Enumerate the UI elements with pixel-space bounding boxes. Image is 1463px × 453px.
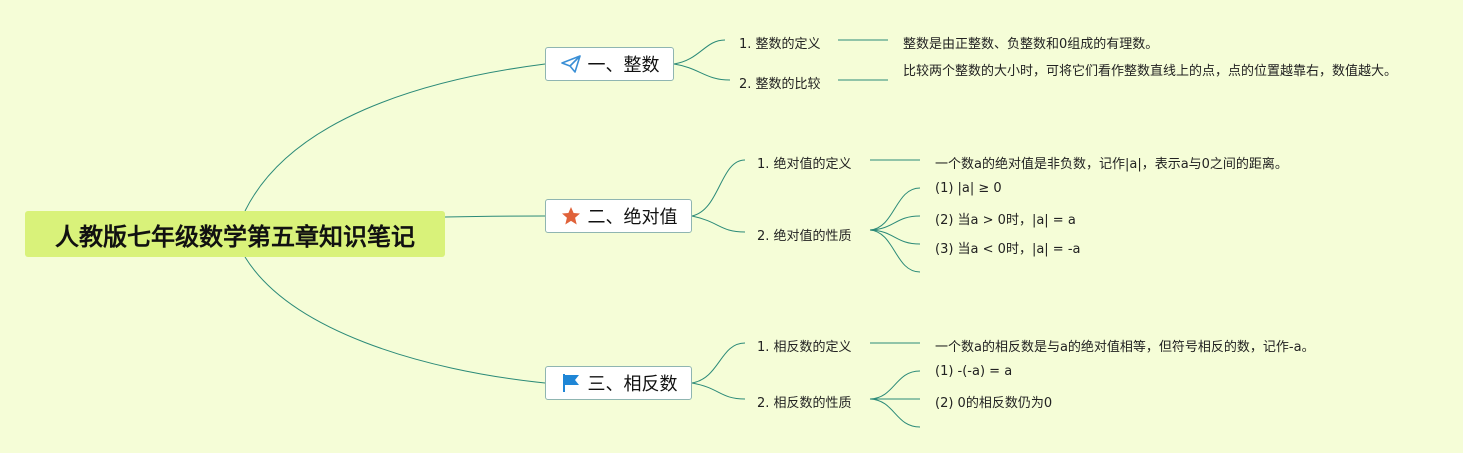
flag-icon [560,372,582,394]
connector-b2-t2-d4 [869,229,921,273]
property-item: (1) -(-a) = a [935,364,1013,379]
branch-integers[interactable]: 一、整数 [545,47,674,81]
topic-absolute-definition[interactable]: 1. 绝对值的定义 [757,157,852,172]
connector-root-branch-3 [244,256,546,384]
detail-text: 比较两个整数的大小时，可将它们看作整数直线上的点，点的位置越靠右，数值越大。 [903,64,1398,79]
detail-text: 一个数a的相反数是与a的绝对值相等，但符号相反的数，记作-a。 [935,340,1315,355]
connector-root-branch-1 [244,63,546,212]
property-item: (1) |a| ≥ 0 [935,181,1002,196]
property-item: (2) 当a > 0时，|a| = a [935,213,1076,228]
branch-opposite-numbers[interactable]: 三、相反数 [545,366,692,400]
property-item: (3) 当a < 0时，|a| = -a [935,242,1081,257]
connector-b3-t1 [691,342,746,384]
topic-integer-comparison[interactable]: 2. 整数的比较 [739,77,821,92]
connector-root-branch-2 [444,215,546,218]
topic-integer-definition[interactable]: 1. 整数的定义 [739,37,821,52]
connector-b1-t1 [673,39,726,65]
root-topic[interactable]: 人教版七年级数学第五章知识笔记 [25,211,445,257]
connector-b2-t2 [691,215,746,233]
topic-absolute-properties[interactable]: 2. 绝对值的性质 [757,229,852,244]
branch-label: 二、绝对值 [587,207,678,228]
connector-b1-t2 [673,63,731,81]
star-icon [560,205,582,227]
topic-opposite-properties[interactable]: 2. 相反数的性质 [757,396,852,411]
connector-b2-t2-d3 [869,229,921,245]
branch-label: 三、相反数 [587,374,678,395]
connector-b2-t2-d2 [869,215,921,231]
detail-text: 整数是由正整数、负整数和0组成的有理数。 [903,37,1159,52]
property-item: (2) 0的相反数仍为0 [935,396,1053,411]
detail-text: 一个数a的绝对值是非负数，记作|a|，表示a与0之间的距离。 [935,157,1288,172]
paper-plane-icon [560,53,582,75]
connector-b3-t2-d1 [869,370,921,400]
connector-b3-t2 [691,382,746,400]
branch-label: 一、整数 [587,55,660,76]
connector-b2-t2-d1 [869,187,921,231]
branch-absolute-value[interactable]: 二、绝对值 [545,199,692,233]
connector-b3-t2-d3 [869,398,921,428]
connector-b2-t1 [691,159,746,217]
topic-opposite-definition[interactable]: 1. 相反数的定义 [757,340,852,355]
